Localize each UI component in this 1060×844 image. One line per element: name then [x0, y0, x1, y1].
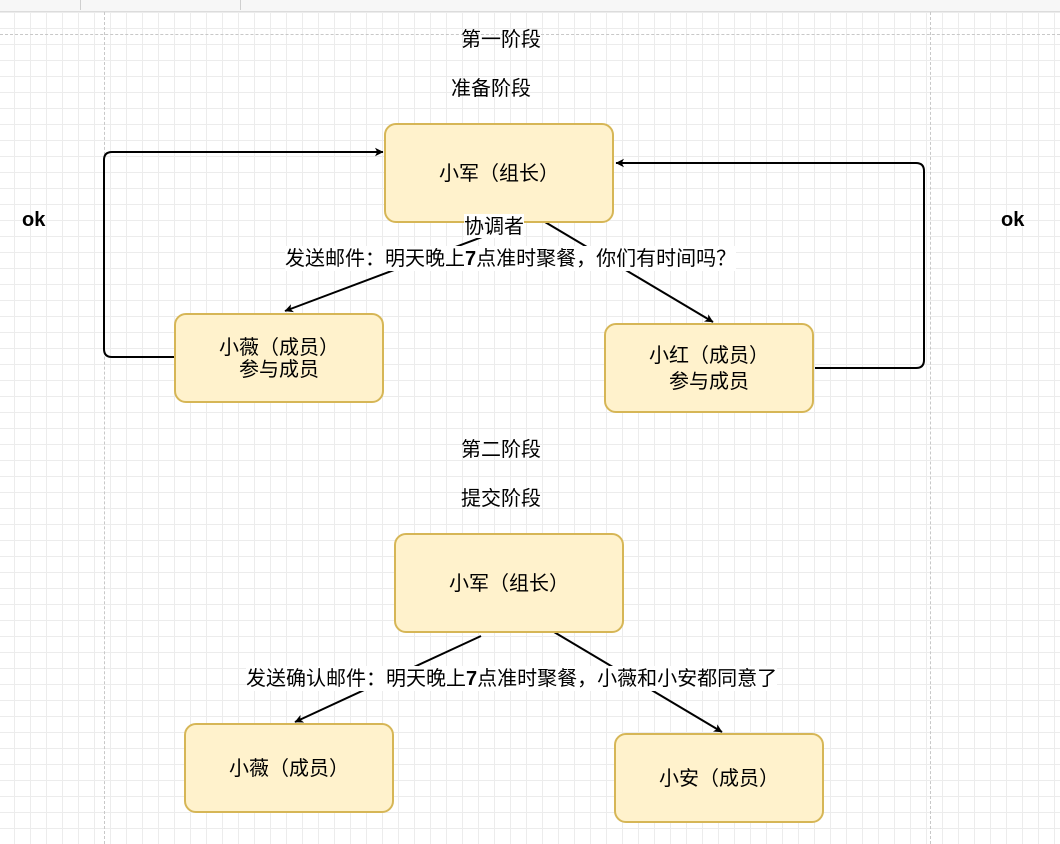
phase1-message: 发送邮件：明天晚上7点准时聚餐，你们有时间吗？ — [285, 246, 737, 271]
phase2-message: 发送确认邮件：明天晚上7点准时聚餐，小薇和小安都同意了 — [246, 666, 778, 691]
message-hour-digit: 7 — [466, 668, 478, 690]
leader2-node-label: 小军（组长） — [449, 571, 569, 595]
phase2-title: 第二阶段 — [461, 437, 541, 461]
member-node-xiaohong[interactable]: 小红（成员） 参与成员 — [604, 323, 814, 413]
member-node-xiaoan[interactable]: 小安（成员） — [614, 733, 824, 823]
phase1-subtitle: 准备阶段 — [451, 76, 531, 100]
phase2-subtitle: 提交阶段 — [461, 486, 541, 510]
page-boundary-top — [0, 34, 1060, 35]
leader-node-phase1[interactable]: 小军（组长） — [384, 123, 614, 223]
member-xiaohong-role: 参与成员 — [669, 369, 749, 393]
message-hour-digit: 7 — [465, 248, 477, 270]
page-boundary-left — [104, 12, 105, 844]
member-xiaoan-label: 小安（成员） — [659, 766, 779, 790]
phase1-title: 第一阶段 — [461, 27, 541, 51]
toolbar-strip — [0, 0, 1060, 12]
page-boundary-right — [930, 12, 931, 844]
edge-leader-to-xiaohong — [544, 221, 714, 323]
member-xiaowei-label: 小薇（成员） — [219, 335, 339, 359]
member-xiaowei-role: 参与成员 — [239, 357, 319, 381]
member-node-xiaowei-phase2[interactable]: 小薇（成员） — [184, 723, 394, 813]
leader-node-label: 小军（组长） — [439, 161, 559, 185]
reply-label-right: ok — [1001, 209, 1025, 231]
member-node-xiaowei[interactable]: 小薇（成员） 参与成员 — [174, 313, 384, 403]
leader-role-label: 协调者 — [464, 214, 524, 238]
member-xiaohong-label: 小红（成员） — [649, 343, 769, 367]
member2-xiaowei-label: 小薇（成员） — [229, 756, 349, 780]
leader-node-phase2[interactable]: 小军（组长） — [394, 533, 624, 633]
reply-label-left: ok — [22, 209, 46, 231]
edge-xiaowei-ok-to-leader — [103, 147, 384, 358]
edge-xiaohong-ok-to-leader — [615, 158, 925, 369]
